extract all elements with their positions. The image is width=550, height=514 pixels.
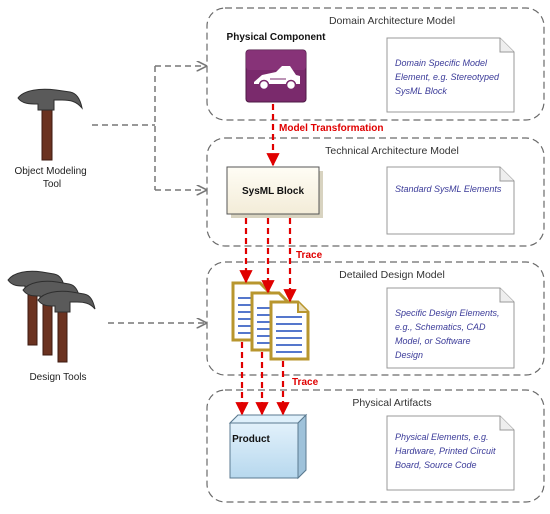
product-box: Product <box>228 413 308 480</box>
object-modeling-tool-label: Object Modeling Tool <box>14 166 89 190</box>
panel-title-domain: Domain Architecture Model <box>329 15 455 27</box>
hammer-icon <box>17 88 83 161</box>
sysml-block-label: SysML Block <box>242 186 304 197</box>
note-domain-text: Domain Specific Model Element, e.g. Ster… <box>395 58 502 96</box>
tool-connectors <box>92 66 206 323</box>
trace-label-2: Trace <box>292 377 319 388</box>
design-tools-label: Design Tools <box>29 372 86 383</box>
hammer-icon-front <box>37 290 96 363</box>
model-transformation-label: Model Transformation <box>279 123 383 134</box>
hammer-icon-back <box>7 270 66 346</box>
panel-title-design: Detailed Design Model <box>339 269 445 281</box>
note-physical: Physical Elements, e.g. Hardware, Printe… <box>386 415 515 491</box>
note-physical-text: Physical Elements, e.g. Hardware, Printe… <box>395 432 498 470</box>
sysml-block: SysML Block <box>226 166 323 218</box>
product-label: Product <box>232 434 270 445</box>
note-domain: Domain Specific Model Element, e.g. Ster… <box>386 37 515 113</box>
panel-title-physical: Physical Artifacts <box>352 397 431 409</box>
trace-label-1: Trace <box>296 250 323 261</box>
panel-domain-architecture: Domain Architecture Model <box>206 7 545 121</box>
note-technical: Standard SysML Elements <box>386 166 515 235</box>
physical-component-label: Physical Component <box>227 32 327 43</box>
car-icon <box>245 49 307 103</box>
note-technical-text: Standard SysML Elements <box>395 184 502 194</box>
note-design-text: Specific Design Elements, e.g., Schemati… <box>395 308 502 360</box>
document-icon-3 <box>269 300 310 361</box>
trace-arrows <box>235 104 297 416</box>
hammers-icon <box>7 270 96 363</box>
panel-detailed-design: Detailed Design Model <box>206 261 545 376</box>
note-design: Specific Design Elements, e.g., Schemati… <box>386 287 515 369</box>
panel-title-technical: Technical Architecture Model <box>325 145 459 157</box>
panel-physical-artifacts: Physical Artifacts <box>206 389 545 503</box>
